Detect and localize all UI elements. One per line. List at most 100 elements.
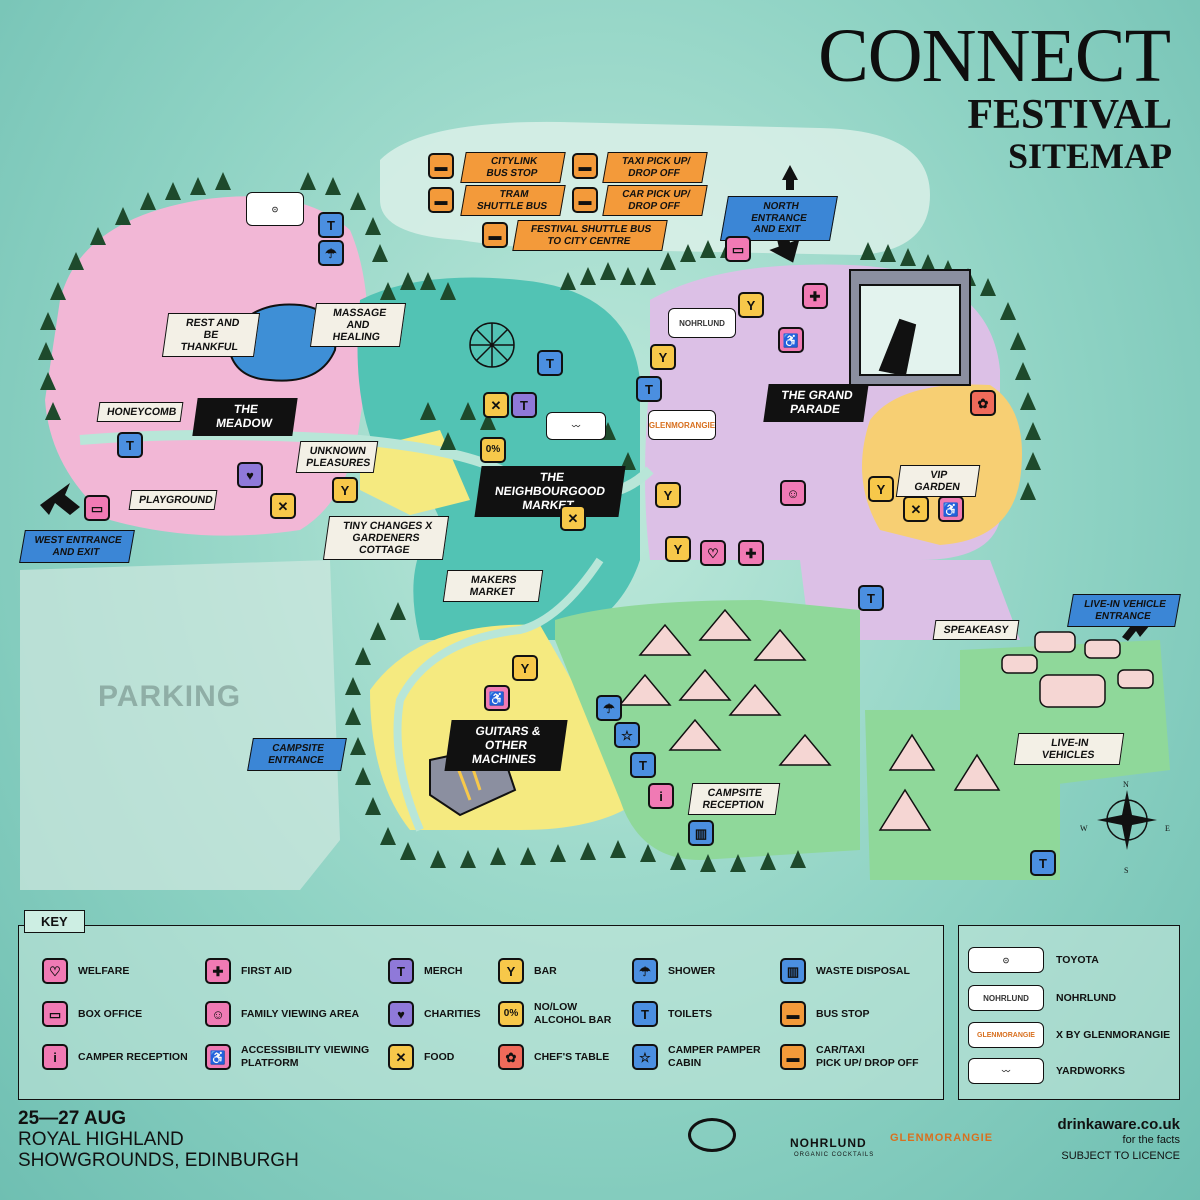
wheelchair-icon[interactable]: ♿ — [778, 327, 804, 353]
wheelchair-icon: ♿ — [205, 1044, 231, 1070]
key-item-accessibility: ♿ACCESSIBILITY VIEWING PLATFORM — [205, 1044, 369, 1070]
car-pickup-label[interactable]: CAR PICK UP/ DROP OFF — [602, 185, 708, 216]
cutlery-icon[interactable]: ✕ — [560, 505, 586, 531]
cocktail-icon[interactable]: Y — [738, 292, 764, 318]
nohrlund-logo: NOHRLUND — [968, 985, 1044, 1011]
zero-percent-icon[interactable]: 0% — [480, 437, 506, 463]
ticket-icon: ▭ — [42, 1001, 68, 1027]
bus-icon[interactable]: ▬ — [428, 153, 454, 179]
shower-icon[interactable]: ☂ — [318, 240, 344, 266]
cocktail-icon[interactable]: Y — [665, 536, 691, 562]
cocktail-icon[interactable]: Y — [650, 344, 676, 370]
parking-area — [20, 560, 340, 890]
bus-icon[interactable]: ▬ — [428, 187, 454, 213]
cutlery-icon[interactable]: ✕ — [270, 493, 296, 519]
bin-icon[interactable]: ▥ — [688, 820, 714, 846]
taxi-pickup-label[interactable]: TAXI PICK UP/ DROP OFF — [602, 152, 708, 183]
nohrlund-logo: NOHRLUND — [668, 308, 736, 338]
toilet-icon[interactable]: T — [117, 432, 143, 458]
place-live-in-vehicles[interactable]: LIVE-IN VEHICLES — [1013, 733, 1125, 766]
west-entrance-label[interactable]: WEST ENTRANCE AND EXIT — [19, 530, 135, 563]
tshirt-icon: T — [388, 958, 414, 984]
chef-icon[interactable]: ✿ — [970, 390, 996, 416]
compass — [1097, 790, 1157, 850]
ticket-icon[interactable]: ▭ — [84, 495, 110, 521]
grand-parade-stage — [849, 269, 971, 386]
ferris-wheel — [469, 322, 515, 368]
zone-the-grand-parade[interactable]: THE GRAND PARADE — [763, 384, 869, 422]
cocktail-icon[interactable]: Y — [655, 482, 681, 508]
key-item-food: ✕FOOD — [388, 1044, 454, 1070]
campsite-zone — [555, 600, 860, 860]
cross-icon: ✚ — [205, 958, 231, 984]
parking-label: PARKING — [98, 680, 242, 713]
ticket-icon[interactable]: ▭ — [725, 236, 751, 262]
partner-yardworks: 〰YARDWORKS — [968, 1058, 1125, 1084]
bus-icon[interactable]: ▬ — [482, 222, 508, 248]
toilet-icon[interactable]: T — [630, 752, 656, 778]
cross-icon[interactable]: ✚ — [738, 540, 764, 566]
event-venue: ROYAL HIGHLAND SHOWGROUNDS, EDINBURGH — [18, 1129, 299, 1171]
drinkaware-link[interactable]: drinkaware.co.uk — [1057, 1116, 1180, 1133]
campsite-entrance-label[interactable]: CAMPSITE ENTRANCE — [247, 738, 347, 771]
place-rest-and-be-thankful[interactable]: REST AND BE THANKFUL — [161, 313, 261, 358]
toilet-icon[interactable]: T — [858, 585, 884, 611]
info-icon[interactable]: i — [648, 783, 674, 809]
live-in-vehicle-entrance-label[interactable]: LIVE-IN VEHICLE ENTRANCE — [1067, 594, 1181, 627]
page-title: CONNECT — [818, 14, 1171, 98]
heart-icon[interactable]: ♥ — [237, 462, 263, 488]
festival-shuttle-label[interactable]: FESTIVAL SHUTTLE BUS TO CITY CENTRE — [512, 220, 668, 251]
wheelchair-icon[interactable]: ♿ — [484, 685, 510, 711]
family-icon: ☺ — [205, 1001, 231, 1027]
place-massage-and-healing[interactable]: MASSAGE AND HEALING — [309, 303, 407, 348]
key-item-waste: ▥WASTE DISPOSAL — [780, 958, 910, 984]
family-icon[interactable]: ☺ — [780, 480, 806, 506]
chef-icon: ✿ — [498, 1044, 524, 1070]
cocktail-icon[interactable]: Y — [512, 655, 538, 681]
zone-neighbourgood-market[interactable]: THE NEIGHBOURGOOD MARKET — [474, 466, 626, 518]
toyota-logo: ⊙ — [246, 192, 304, 226]
toilet-icon[interactable]: T — [537, 350, 563, 376]
place-makers-market[interactable]: MAKERS MARKET — [442, 570, 544, 603]
page-subtitle: FESTIVAL — [967, 92, 1172, 138]
cocktail-icon[interactable]: Y — [332, 477, 358, 503]
tram-shuttle-label[interactable]: TRAM SHUTTLE BUS — [460, 185, 566, 216]
toilet-icon[interactable]: T — [1030, 850, 1056, 876]
cocktail-icon[interactable]: Y — [868, 476, 894, 502]
star-icon[interactable]: ☆ — [614, 722, 640, 748]
nohrlund-footer-logo: NOHRLUND — [790, 1136, 867, 1150]
key-item-camper-pamper: ☆CAMPER PAMPER CABIN — [632, 1044, 761, 1070]
cross-icon[interactable]: ✚ — [802, 283, 828, 309]
north-entrance-label[interactable]: NORTH ENTRANCE AND EXIT — [720, 196, 838, 241]
place-campsite-reception[interactable]: CAMPSITE RECEPTION — [687, 783, 781, 816]
place-playground[interactable]: PLAYGROUND — [128, 490, 218, 511]
cutlery-icon[interactable]: ✕ — [903, 496, 929, 522]
wheelchair-icon[interactable]: ♿ — [938, 496, 964, 522]
tshirt-icon[interactable]: T — [511, 392, 537, 418]
key-item-no-low-alcohol-bar: 0%NO/LOW ALCOHOL BAR — [498, 1001, 611, 1027]
toilet-icon[interactable]: T — [636, 376, 662, 402]
car-icon[interactable]: ▬ — [572, 187, 598, 213]
event-dates: 25—27 AUG — [18, 1108, 127, 1129]
car-icon: ▬ — [780, 1044, 806, 1070]
place-tiny-changes-gardeners-cottage[interactable]: TINY CHANGES X GARDENERS COTTAGE — [322, 516, 450, 561]
shower-icon[interactable]: ☂ — [596, 695, 622, 721]
hands-heart-icon[interactable]: ♡ — [700, 540, 726, 566]
citylink-bus-stop-label[interactable]: CITYLINK BUS STOP — [460, 152, 566, 183]
place-honeycomb[interactable]: HONEYCOMB — [96, 402, 184, 423]
key-item-box-office: ▭BOX OFFICE — [42, 1001, 142, 1027]
cutlery-icon[interactable]: ✕ — [483, 392, 509, 418]
place-vip-garden[interactable]: VIP GARDEN — [895, 465, 981, 498]
zone-guitars-and-other-machines[interactable]: GUITARS & OTHER MACHINES — [444, 720, 568, 772]
zone-the-meadow[interactable]: THE MEADOW — [192, 398, 298, 436]
place-speakeasy[interactable]: SPEAKEASY — [932, 620, 1020, 641]
car-icon[interactable]: ▬ — [572, 153, 598, 179]
place-unknown-pleasures[interactable]: UNKNOWN PLEASURES — [295, 441, 379, 474]
zero-percent-icon: 0% — [498, 1001, 524, 1027]
cutlery-icon: ✕ — [388, 1044, 414, 1070]
toilet-icon[interactable]: T — [318, 212, 344, 238]
